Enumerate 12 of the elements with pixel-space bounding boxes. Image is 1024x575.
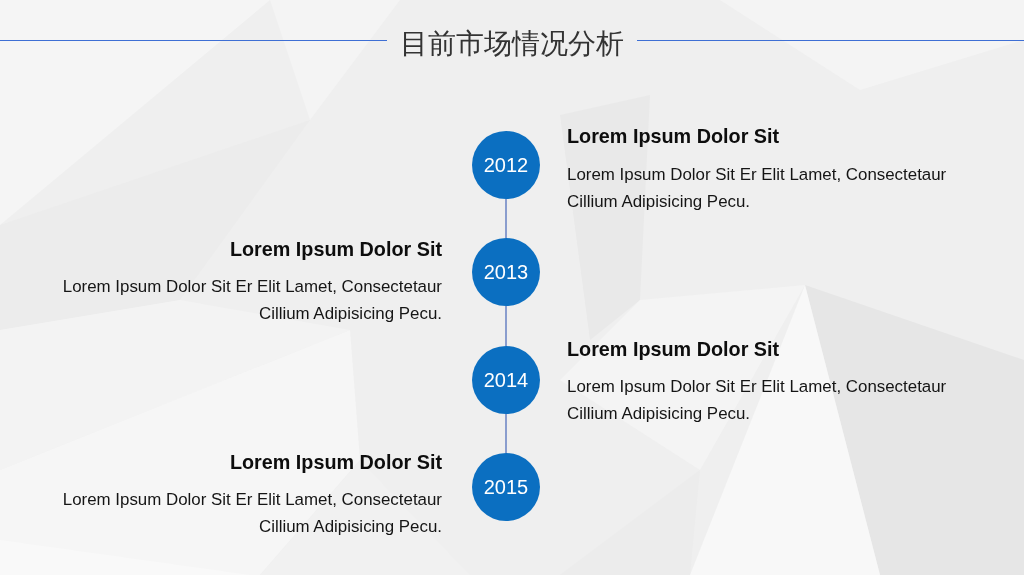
entry-heading: Lorem Ipsum Dolor Sit <box>229 238 442 260</box>
entry-description: Lorem Ipsum Dolor Sit Er Elit Lamet, Consectetaur Cillium Adipisicing Pecu. <box>567 376 948 425</box>
entry-heading: Lorem Ipsum Dolor Sit <box>229 451 442 473</box>
entry-heading: Lorem Ipsum Dolor Sit <box>567 338 780 360</box>
connector-line <box>505 305 507 347</box>
slide-title: 目前市场情况分析 <box>400 27 624 61</box>
entry-heading: Lorem Ipsum Dolor Sit <box>567 125 780 147</box>
entry-description: Lorem Ipsum Dolor Sit Er Elit Lamet, Consectetaur Cillium Adipisicing Pecu. <box>61 276 442 325</box>
entry-description: Lorem Ipsum Dolor Sit Er Elit Lamet, Consectetaur Cillium Adipisicing Pecu. <box>567 164 948 213</box>
connector-line <box>505 413 507 454</box>
entry-description: Lorem Ipsum Dolor Sit Er Elit Lamet, Consectetaur Cillium Adipisicing Pecu. <box>61 489 442 538</box>
connector-line <box>505 198 507 239</box>
